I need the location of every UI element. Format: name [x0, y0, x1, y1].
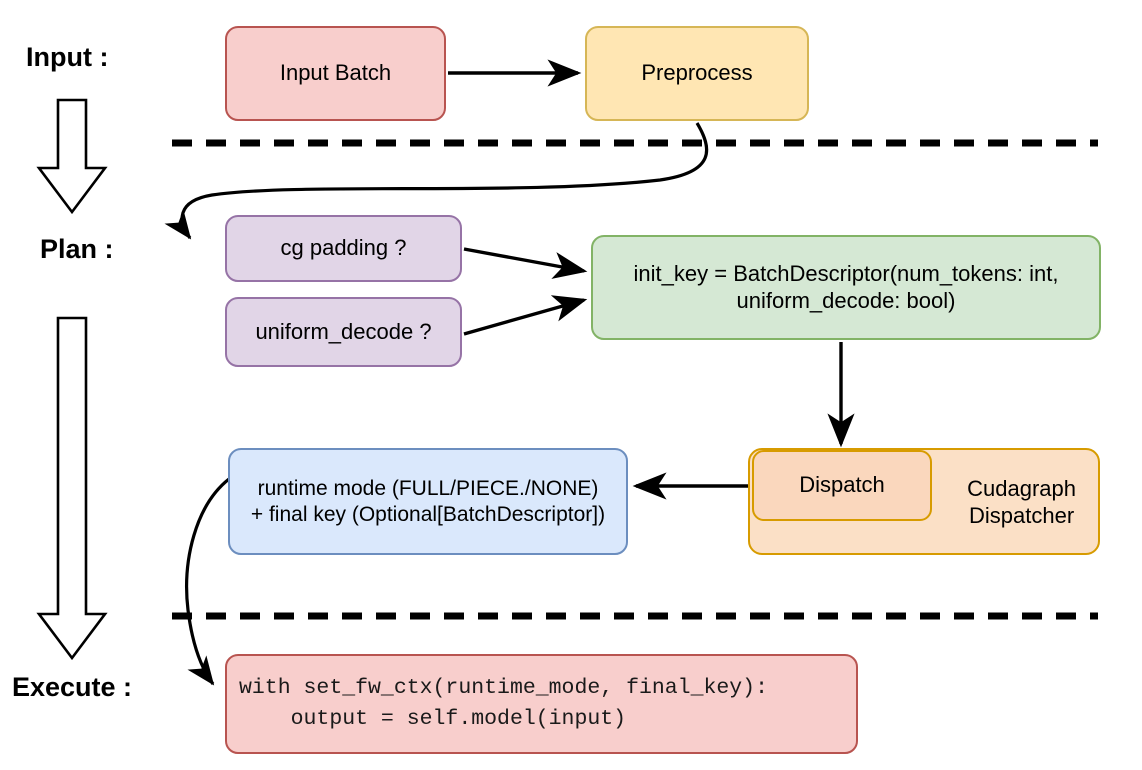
node-preprocess[interactable]: Preprocess: [585, 26, 809, 121]
node-runtime-mode[interactable]: runtime mode (FULL/PIECE./NONE) + final …: [228, 448, 628, 555]
node-runtime-mode-label: runtime mode (FULL/PIECE./NONE) + final …: [250, 476, 606, 526]
plan-to-execute-block-arrow: [36, 316, 108, 661]
node-uniform-decode[interactable]: uniform_decode ?: [225, 297, 462, 367]
stage-label-input: Input :: [26, 42, 109, 72]
node-preprocess-label: Preprocess: [641, 60, 753, 86]
node-cudagraph-dispatcher-label: Cudagraph Dispatcher: [967, 476, 1076, 528]
stage-label-execute: Execute :: [12, 672, 133, 702]
node-cg-padding-label: cg padding ?: [280, 235, 407, 261]
stage-label-plan: Plan :: [40, 234, 114, 264]
node-input-batch-label: Input Batch: [279, 60, 392, 86]
node-dispatch[interactable]: Dispatch: [752, 450, 932, 521]
node-execute-code-label: with set_fw_ctx(runtime_mode, final_key)…: [239, 675, 768, 731]
node-cg-padding[interactable]: cg padding ?: [225, 215, 462, 282]
edge-uniform-decode-to-init-key: [463, 295, 588, 336]
node-input-batch[interactable]: Input Batch: [225, 26, 446, 121]
node-execute-code[interactable]: with set_fw_ctx(runtime_mode, final_key)…: [225, 654, 858, 754]
input-to-plan-block-arrow: [36, 98, 108, 215]
edge-runtime-mode-to-execute-code: [185, 477, 230, 686]
node-dispatch-label: Dispatch: [799, 472, 885, 498]
edge-cg-padding-to-init-key: [463, 247, 588, 279]
node-init-key[interactable]: init_key = BatchDescriptor(num_tokens: i…: [591, 235, 1101, 340]
node-init-key-label: init_key = BatchDescriptor(num_tokens: i…: [633, 260, 1059, 313]
node-uniform-decode-label: uniform_decode ?: [255, 318, 432, 344]
